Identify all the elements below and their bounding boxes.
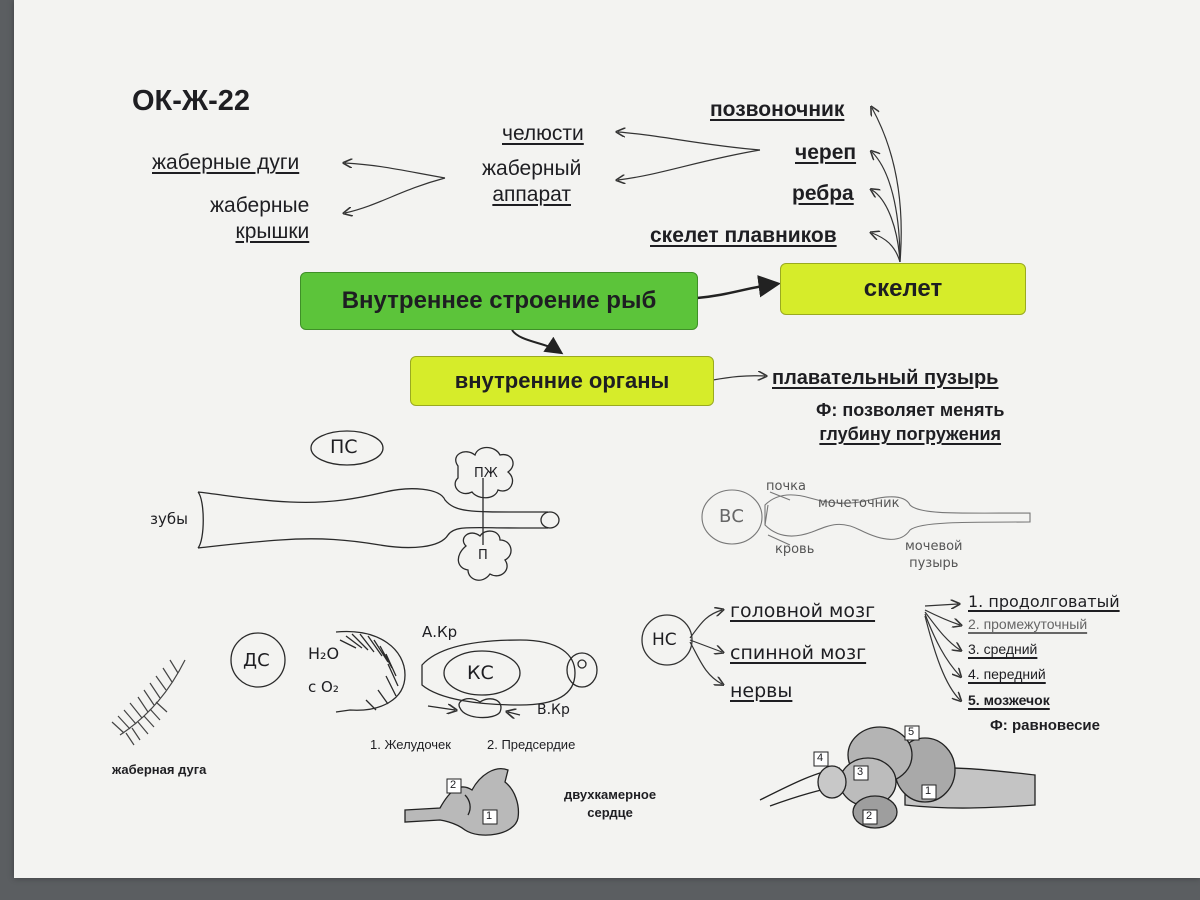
- nervous-circle: [641, 614, 693, 666]
- gill-arches-label: жаберные дуги: [152, 151, 300, 174]
- ureter-label: мочеточник: [818, 496, 900, 511]
- water-out-label: c O₂: [308, 678, 339, 696]
- jaws-label: челюсти: [502, 122, 584, 145]
- liver-label: П: [478, 548, 488, 563]
- arrow-to-bladder: [712, 376, 765, 380]
- nervous-label: НС: [652, 630, 677, 650]
- heart-caption-line-1: двухкамерное: [564, 787, 657, 802]
- artery-label: А.Кр: [422, 623, 458, 641]
- vein-label: В.Кр: [537, 702, 570, 718]
- brain-label: головной мозг: [730, 600, 876, 622]
- digestive-label: ПС: [330, 436, 358, 458]
- internal-organs-box: внутренние органы: [410, 356, 714, 406]
- gill-arch-drawing: [111, 659, 186, 746]
- blood-label: кровь: [775, 542, 815, 557]
- water-in-label: H₂O: [308, 644, 340, 663]
- heart-num-atrium: 2: [450, 779, 457, 791]
- gill-covers-line-1: жаберные: [210, 194, 310, 217]
- brain-num-diencephalon: 2: [866, 810, 873, 822]
- pancreas-label: ПЖ: [474, 466, 498, 481]
- bladder-line-2: пузырь: [909, 556, 959, 571]
- skeleton-item-skull: череп: [795, 141, 857, 164]
- atrium-label: 2. Предсердие: [487, 737, 576, 752]
- heart-drawing: [404, 768, 520, 836]
- swim-bladder-function-line-1: Ф: позволяет менять: [816, 400, 1005, 420]
- bladder-line-1: мочевой: [905, 539, 963, 554]
- gill-apparatus-line-1: жаберный: [482, 157, 582, 180]
- teeth-label: зубы: [150, 510, 188, 528]
- excretory-drawing: [701, 489, 1031, 546]
- brain-part-4: 4. передний: [968, 666, 1046, 682]
- brain-part-2: 2. промежуточный: [968, 616, 1088, 632]
- arrow-to-organs: [511, 329, 564, 355]
- heart-caption-line-2: сердце: [587, 805, 633, 820]
- central-topic-box: Внутреннее строение рыб: [300, 272, 698, 330]
- digestive-drawing: [197, 430, 560, 581]
- swim-bladder-label: плавательный пузырь: [772, 367, 999, 389]
- brain-part-1: 1. продолговатый: [968, 592, 1120, 611]
- skull-arrows: [345, 132, 761, 213]
- brain-num-midbrain: 3: [857, 766, 864, 778]
- skeleton-item-ribs: ребра: [792, 182, 854, 205]
- gill-apparatus-label: жаберный аппарат: [482, 156, 581, 208]
- heart-caption: двухкамерное сердце: [564, 786, 656, 822]
- kidney-label: почка: [766, 479, 806, 494]
- skeleton-arrows: [872, 108, 902, 263]
- gill-covers-label: жаберные крышки: [210, 193, 309, 245]
- brain-part-3: 3. средний: [968, 641, 1038, 657]
- gill-arch-caption: жаберная дуга: [112, 762, 207, 777]
- brain-num-cerebellum: 5: [908, 726, 915, 738]
- skeleton-item-fins: скелет плавников: [650, 224, 837, 247]
- brain-num-forebrain: 4: [817, 752, 824, 764]
- respiratory-drawing: [230, 630, 598, 718]
- spinal-cord-label: спинной мозг: [730, 642, 867, 664]
- skeleton-box: скелет: [780, 263, 1026, 315]
- brain-drawing: [759, 725, 1036, 829]
- ventricle-label: 1. Желудочек: [370, 737, 451, 752]
- heart-num-ventricle: 1: [486, 810, 493, 822]
- respiratory-label: ДС: [243, 650, 270, 671]
- skeleton-item-spine: позвоночник: [710, 98, 845, 121]
- nervous-arrows: [689, 604, 960, 700]
- gill-apparatus-line-2: аппарат: [492, 183, 571, 206]
- swim-bladder-function: Ф: позволяет менять глубину погружения: [816, 398, 1004, 446]
- bladder-label: мочевой пузырь: [905, 538, 963, 572]
- nerves-label: нервы: [730, 680, 793, 702]
- circulatory-label: КС: [467, 662, 494, 684]
- balance-function: Ф: равновесие: [990, 717, 1100, 734]
- brain-part-5: 5. мозжечок: [968, 692, 1050, 708]
- brain-num-medulla: 1: [925, 785, 932, 797]
- gill-covers-line-2: крышки: [235, 220, 310, 243]
- paper-sheet: [14, 0, 1200, 878]
- swim-bladder-function-line-2: глубину погружения: [819, 424, 1002, 444]
- excretory-label: ВС: [719, 506, 744, 527]
- page-title: ОК-Ж-22: [132, 85, 251, 117]
- arrow-to-skeleton: [696, 275, 781, 300]
